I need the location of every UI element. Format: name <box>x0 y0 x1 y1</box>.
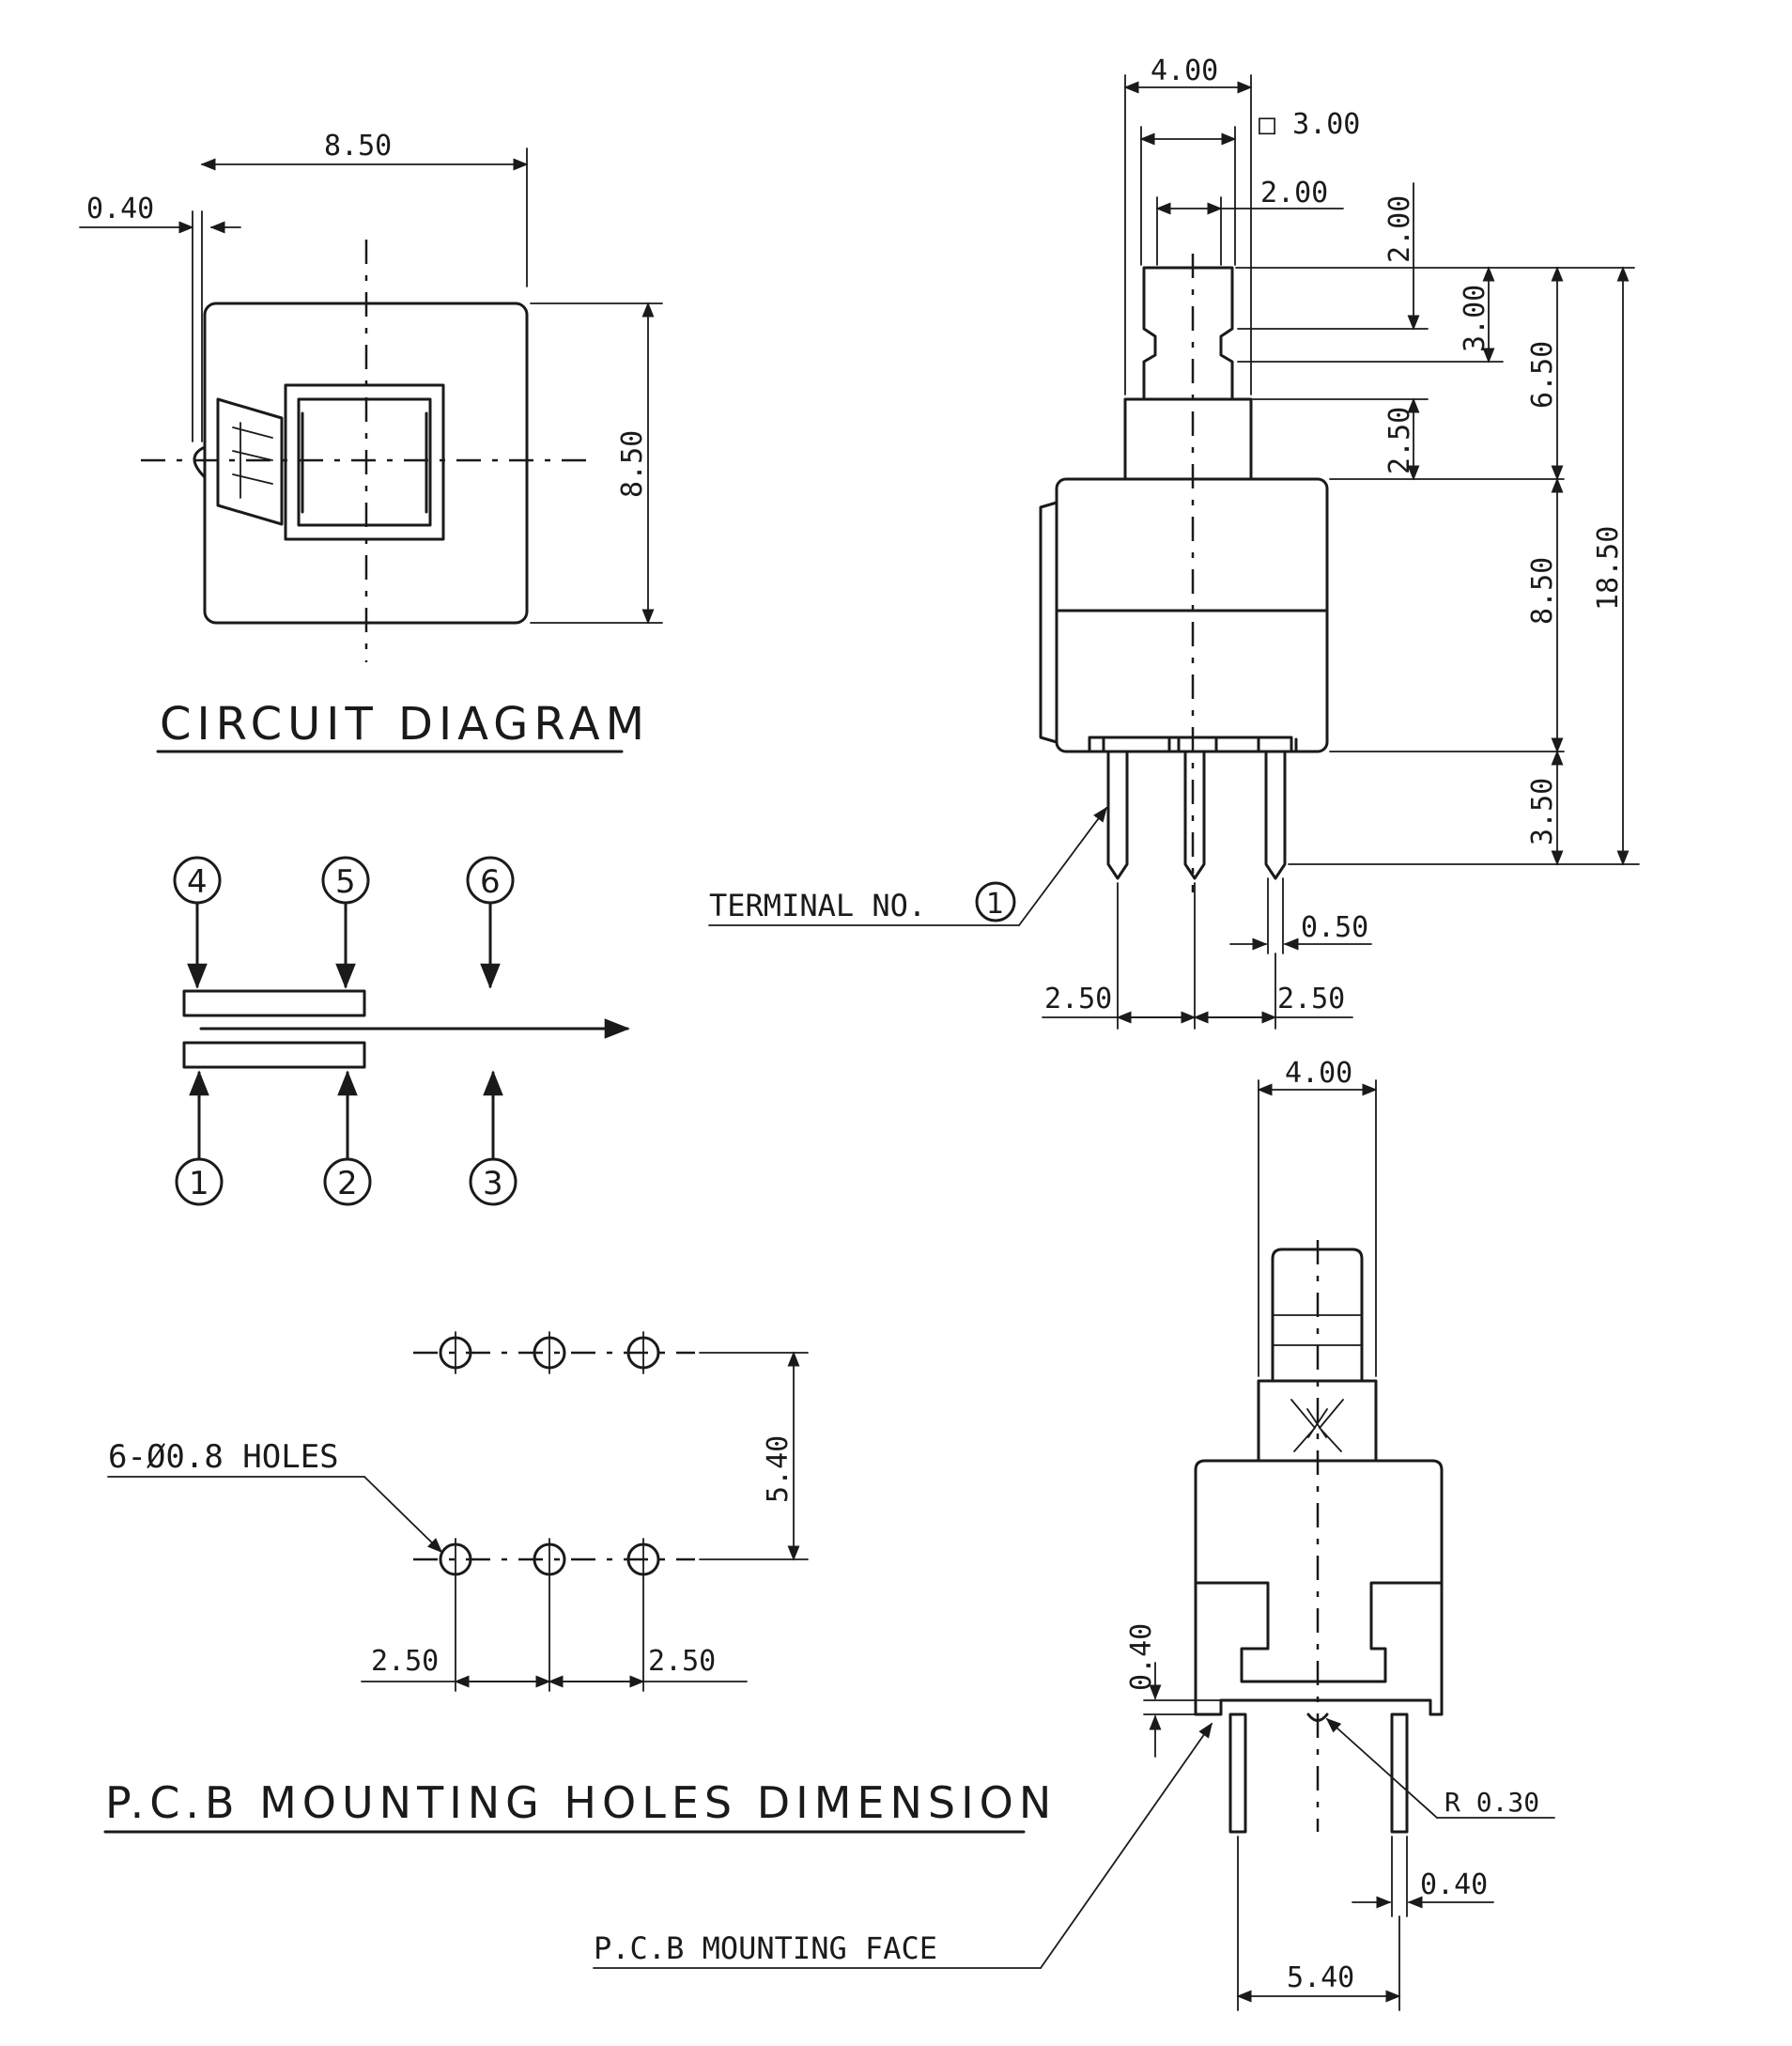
front-body <box>1194 1459 1444 1716</box>
front-standoff-dim: 0.40 <box>1125 1623 1158 1691</box>
side-dim-8-50: 8.50 <box>1526 557 1559 625</box>
pcb-mounting-holes: 5.40 6-Ø0.8 HOLES 2.50 2.50 P.C.B MOUNTI… <box>103 1331 1057 1834</box>
pcb-title: P.C.B MOUNTING HOLES DIMENSION <box>105 1777 1057 1828</box>
terminal-label: TERMINAL NO. <box>709 888 926 923</box>
pcb-row-spacing-dim: 5.40 <box>762 1435 795 1503</box>
terminal-2: 2 <box>323 1070 372 1206</box>
front-radius-label: R 0.30 <box>1444 1787 1539 1818</box>
side-dim-3-50: 3.50 <box>1526 778 1559 845</box>
side-view: 4.00 □ 3.00 2.00 2.00 3.00 2.50 6.50 8.5… <box>708 54 1640 1030</box>
side-square-dim: □ 3.00 <box>1259 108 1360 141</box>
svg-text:2: 2 <box>337 1165 358 1202</box>
hole-4 <box>439 1331 472 1374</box>
hole-1 <box>439 1538 472 1692</box>
side-dim-2-00: 2.00 <box>1383 195 1416 263</box>
side-pitch-left-dim: 2.50 <box>1044 983 1112 1015</box>
pcb-pitch-left-dim: 2.50 <box>371 1645 439 1678</box>
hole-5 <box>533 1331 566 1374</box>
side-cap-width-dim: 4.00 <box>1151 54 1218 87</box>
hole-3 <box>626 1538 660 1692</box>
pcb-face-label: P.C.B MOUNTING FACE <box>594 1930 937 1966</box>
side-dim-2-50: 2.50 <box>1383 407 1416 474</box>
side-dim-6-50: 6.50 <box>1526 341 1559 409</box>
upper-contact-bar <box>182 989 366 1017</box>
hole-2 <box>533 1538 566 1692</box>
pin-1 <box>1106 750 1129 880</box>
top-width-dim: 8.50 <box>324 130 392 163</box>
side-pin-width-dim: 0.50 <box>1301 911 1368 944</box>
svg-text:1: 1 <box>189 1165 209 1202</box>
top-height-dim: 8.50 <box>616 430 649 498</box>
terminal-4: 4 <box>173 856 222 989</box>
side-pitch-right-dim: 2.50 <box>1277 983 1345 1015</box>
front-cap-width-dim: 4.00 <box>1285 1057 1352 1090</box>
pin-2 <box>1183 750 1206 880</box>
svg-text:6: 6 <box>480 863 501 901</box>
top-view: 8.50 0.40 8.50 <box>79 130 663 662</box>
front-pin-width-dim: 0.40 <box>1420 1868 1488 1901</box>
svg-text:4: 4 <box>187 863 208 901</box>
svg-text:3: 3 <box>483 1165 503 1202</box>
terminal-label-number: 1 <box>986 888 1004 921</box>
front-pin-span-dim: 5.40 <box>1287 1961 1354 1994</box>
side-stem-width-dim: 2.00 <box>1260 177 1328 209</box>
side-dim-18-50: 18.50 <box>1592 526 1625 611</box>
pin-3 <box>1264 750 1287 880</box>
pcb-pitch-right-dim: 2.50 <box>648 1645 716 1678</box>
holes-label: 6-Ø0.8 HOLES <box>108 1438 339 1476</box>
terminal-1: 1 <box>175 1070 224 1206</box>
circuit-diagram: CIRCUIT DIAGRAM 4 5 6 1 2 <box>156 698 650 1206</box>
top-offset-dim: 0.40 <box>86 193 154 225</box>
terminal-6: 6 <box>466 856 515 989</box>
terminal-3: 3 <box>469 1070 518 1206</box>
terminal-5: 5 <box>321 856 370 989</box>
side-dim-3-00: 3.00 <box>1459 285 1491 352</box>
circuit-diagram-title: CIRCUIT DIAGRAM <box>160 698 650 751</box>
svg-text:5: 5 <box>335 863 356 901</box>
lower-contact-bar <box>182 1041 366 1069</box>
front-view: 4.00 0.40 R 0.30 0.40 5.40 P.C.B MOUNTIN… <box>593 1057 1555 2011</box>
front-pin-left <box>1228 1713 1247 1834</box>
hole-6 <box>626 1331 660 1374</box>
front-pin-right <box>1390 1713 1409 1834</box>
